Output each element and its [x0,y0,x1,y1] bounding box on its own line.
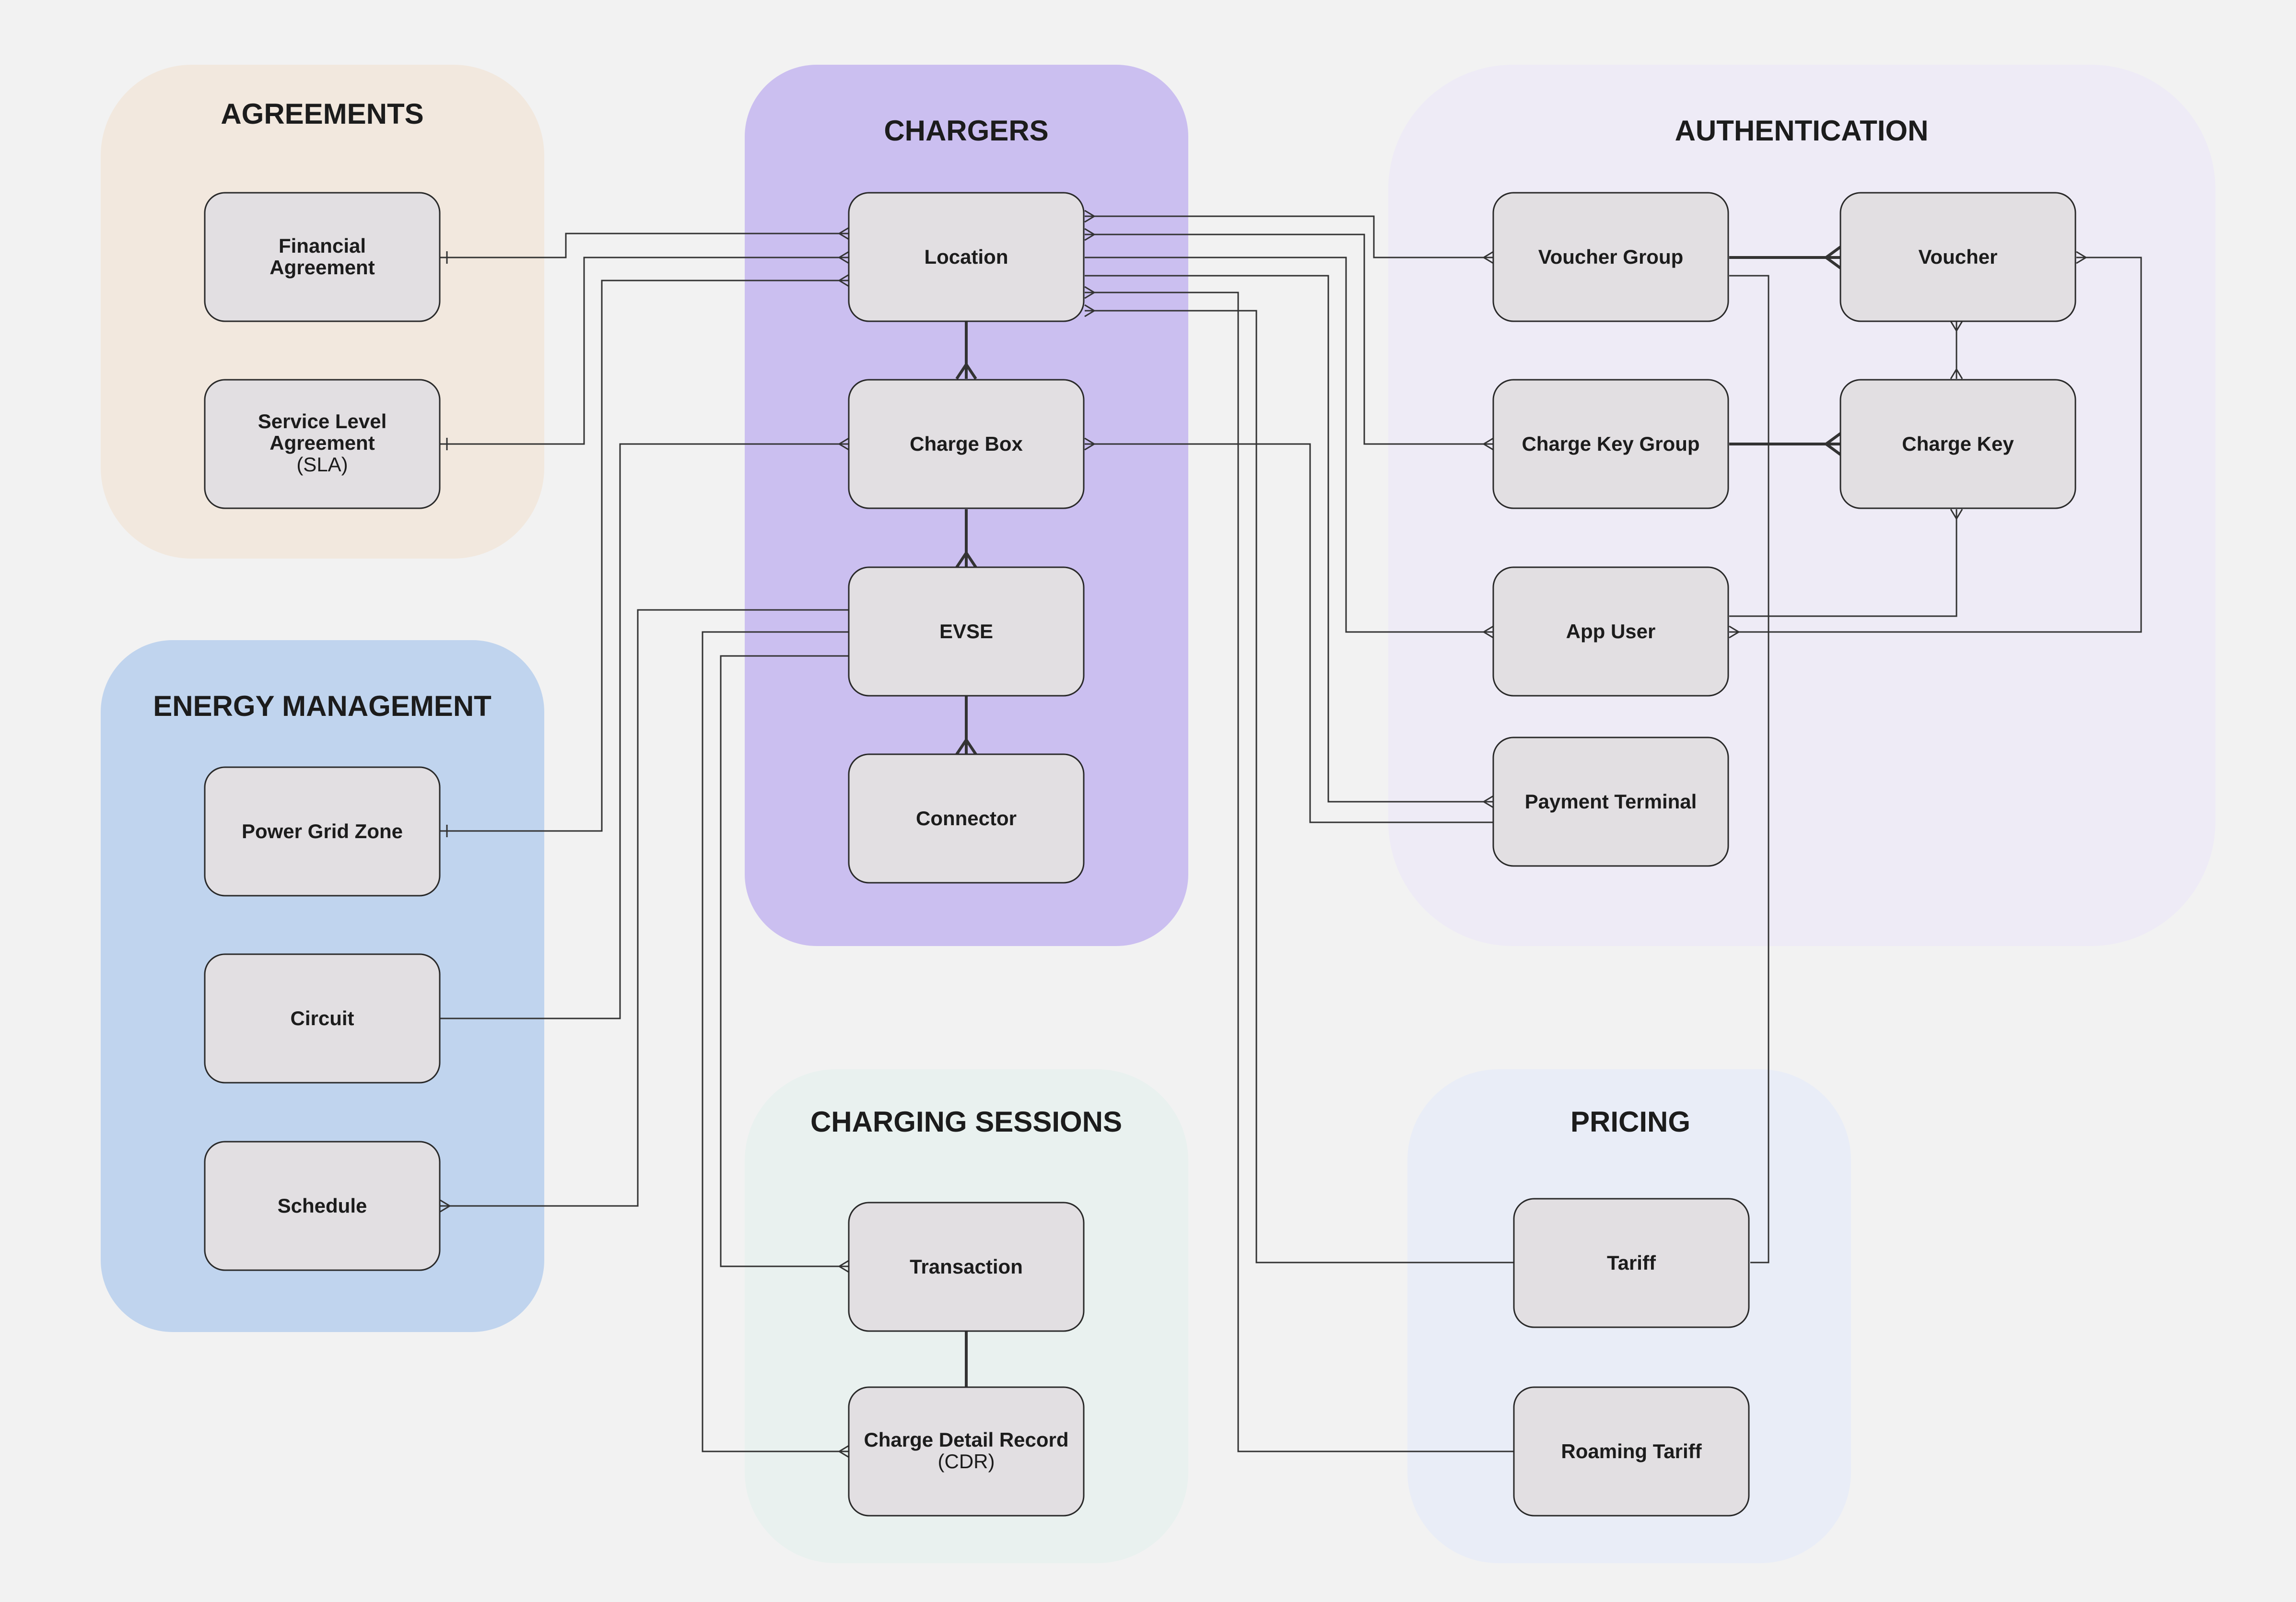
entity-label: Roaming Tariff [1561,1440,1702,1462]
entity-evse[interactable]: EVSE [848,566,1085,697]
relationship-lines [440,210,2142,1458]
entity-label: Agreement [269,432,375,454]
entity-charge-key-group[interactable]: Charge Key Group [1492,379,1729,509]
entity-label: EVSE [939,620,993,643]
entity-label: Charge Key [1902,433,2014,455]
connector-line [440,280,849,832]
entity-label: Financial [279,234,366,257]
entity-label: Transaction [910,1255,1023,1278]
entity-payment-terminal[interactable]: Payment Terminal [1492,737,1729,867]
entity-tariff[interactable]: Tariff [1513,1198,1750,1328]
entity-label: Voucher Group [1538,246,1684,268]
entity-voucher-group[interactable]: Voucher Group [1492,192,1729,322]
authentication-title: AUTHENTICATION [1675,115,1929,147]
connector-line [1085,275,1493,803]
connector-line [1085,310,1514,1263]
entity-schedule[interactable]: Schedule [204,1141,441,1271]
entity-label: Payment Terminal [1525,790,1697,813]
entity-label: Connector [916,807,1017,830]
pricing-title: PRICING [1570,1106,1690,1138]
entity-label: Agreement [269,256,375,279]
entity-label: Charge Detail Record [864,1428,1068,1451]
entity-label: (CDR) [938,1450,995,1473]
connector-line [702,631,849,1452]
entity-location[interactable]: Location [848,192,1085,322]
entity-cdr[interactable]: Charge Detail Record (CDR) [848,1386,1085,1517]
connector-line [1729,257,2142,633]
entity-app-user[interactable]: App User [1492,566,1729,697]
entity-power-grid-zone[interactable]: Power Grid Zone [204,766,441,897]
entity-label: Location [925,246,1008,268]
entity-label: App User [1566,620,1656,643]
connector-line [440,233,849,258]
chargers-title: CHARGERS [884,115,1048,147]
entity-label: Schedule [278,1194,367,1217]
entity-connector[interactable]: Connector [848,753,1085,884]
entity-label: (SLA) [296,453,348,476]
entity-charge-key[interactable]: Charge Key [1839,379,2076,509]
crows-foot-heavy-markers [955,246,1841,755]
connector-line [1085,234,1493,445]
entity-sla[interactable]: Service Level Agreement (SLA) [204,379,441,509]
entity-charge-box[interactable]: Charge Box [848,379,1085,509]
connector-line [440,443,849,1019]
entity-label: Charge Box [910,433,1023,455]
connector-line [1085,257,1493,633]
entity-roaming-tariff[interactable]: Roaming Tariff [1513,1386,1750,1517]
connector-line [720,655,849,1267]
entity-circuit[interactable]: Circuit [204,953,441,1084]
entity-transaction[interactable]: Transaction [848,1202,1085,1332]
connector-line [1085,292,1514,1452]
connector-line [1729,509,1957,617]
charging-sessions-title: CHARGING SESSIONS [810,1106,1122,1138]
entity-label: Circuit [290,1007,354,1029]
connector-line [440,609,849,1207]
entity-voucher[interactable]: Voucher [1839,192,2076,322]
entity-financial-agreement[interactable]: Financial Agreement [204,192,441,322]
connector-line [1085,215,1493,258]
connector-line [1085,443,1493,823]
entity-label: Tariff [1607,1251,1656,1274]
entity-label: Service Level [258,410,387,433]
entity-label: Charge Key Group [1522,433,1699,455]
entity-label: Power Grid Zone [242,820,403,842]
entity-label: Voucher [1919,246,1998,268]
crows-foot-markers [440,210,2087,1458]
energy-management-title: ENERGY MANAGEMENT [153,690,492,722]
connector-line [1729,275,1769,1263]
agreements-title: AGREEMENTS [221,98,423,130]
connector-line [440,257,849,445]
